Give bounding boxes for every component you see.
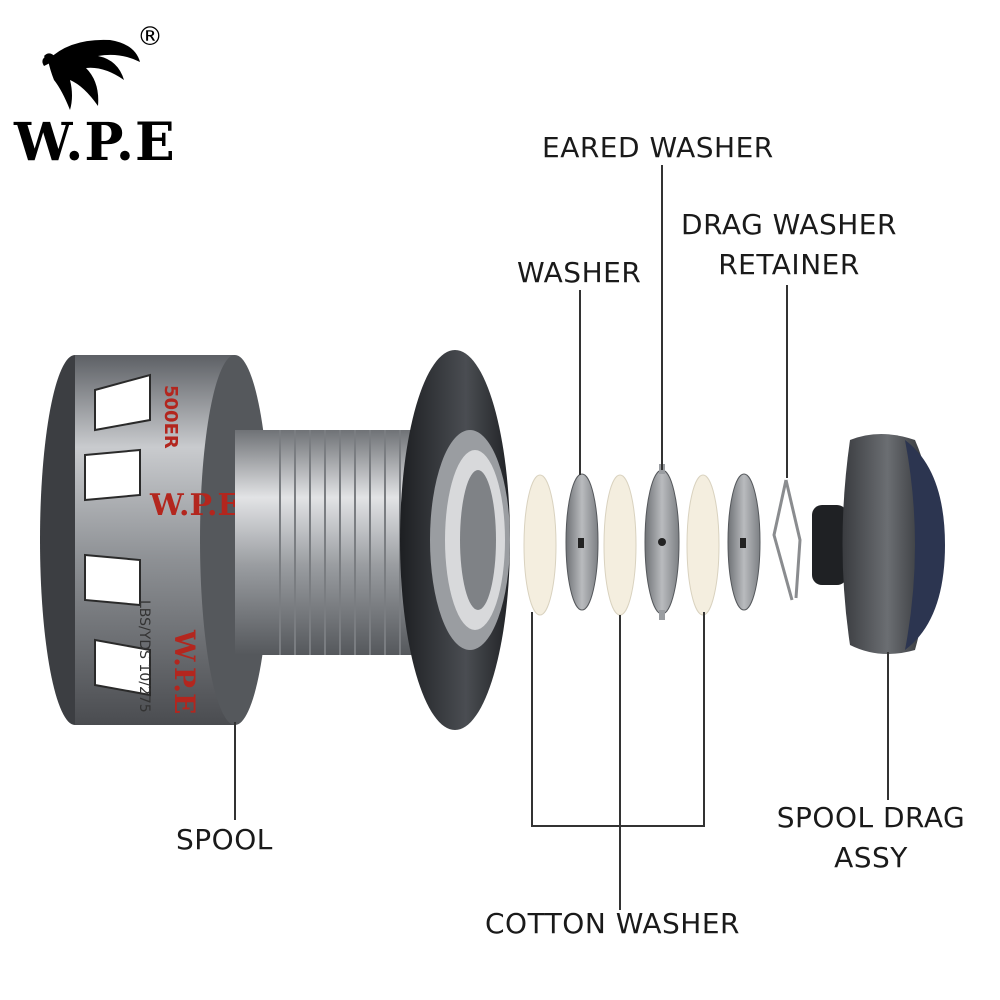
cotton-washer-3 [686, 474, 720, 616]
leader-lines [234, 165, 889, 910]
label-spool: SPOOL [176, 823, 273, 856]
cotton-washer-2 [603, 474, 637, 616]
label-spool-drag-assy-2: ASSY [834, 841, 908, 874]
spool-brand-mark: W.P.E [149, 488, 240, 523]
cotton-washer-1 [523, 474, 557, 616]
drag-washer-retainer [772, 479, 802, 601]
brand-logo-text: W.P.E [14, 112, 176, 173]
label-washer: WASHER [517, 256, 642, 289]
spool-illustration: W.P.E 500ER W.P.E LBS/YDS 10/275 [40, 350, 510, 730]
label-cotton-washer: COTTON WASHER [485, 907, 740, 940]
svg-text:LBS/YDS 10/275: LBS/YDS 10/275 [136, 600, 152, 713]
eagle-logo-icon [42, 39, 140, 111]
svg-text:500ER: 500ER [160, 385, 181, 449]
label-drag-washer-retainer-1: DRAG WASHER [681, 208, 897, 241]
washer-stack [523, 464, 802, 620]
label-drag-washer-retainer-2: RETAINER [718, 248, 860, 281]
label-spool-drag-assy-1: SPOOL DRAG [776, 801, 966, 834]
spool-drag-assy-illustration [812, 434, 945, 654]
svg-text:W.P.E: W.P.E [168, 629, 201, 714]
label-eared-washer: EARED WASHER [542, 131, 774, 164]
registered-mark: ® [137, 22, 163, 52]
